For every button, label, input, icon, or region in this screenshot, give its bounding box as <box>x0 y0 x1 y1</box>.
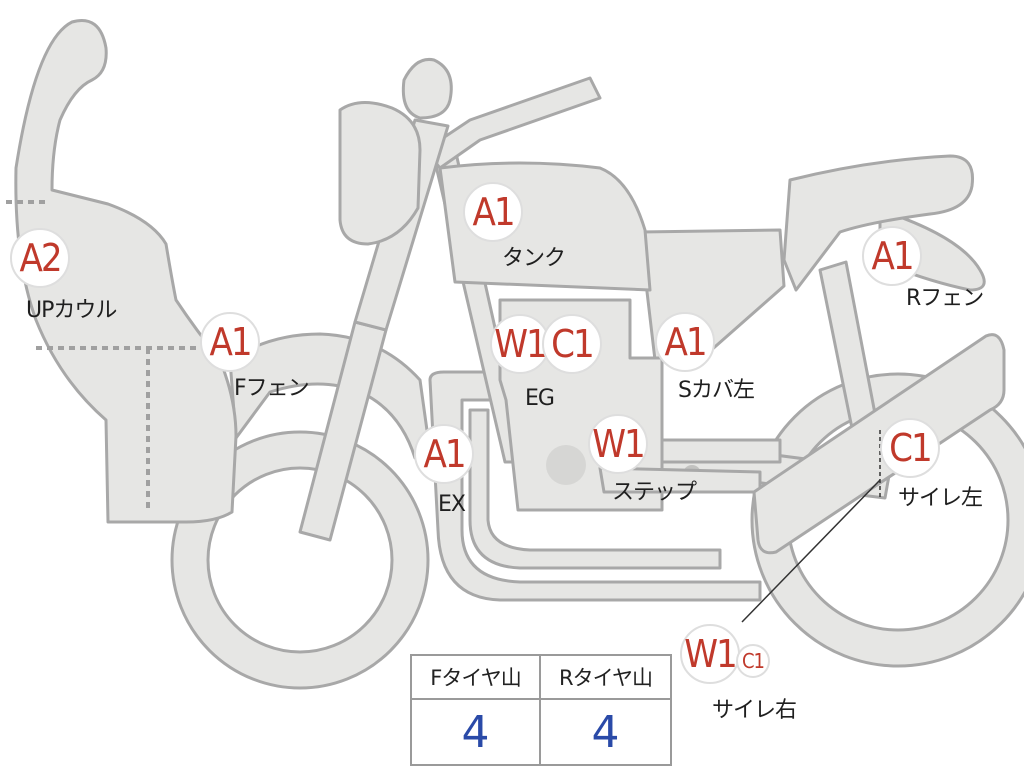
part-label-rear-fender: Rフェン <box>906 286 984 311</box>
front-tire-header: Fタイヤ山 <box>412 656 541 700</box>
grade-badge-muffler-right-w: W1 <box>680 624 740 684</box>
grade-badge-engine-c: C1 <box>542 314 602 374</box>
part-label-muffler-left: サイレ左 <box>898 486 983 511</box>
grade-badge-engine-w: W1 <box>490 314 550 374</box>
grade-badge-exhaust: A1 <box>414 424 474 484</box>
grade-badge-front-fender: A1 <box>200 312 260 372</box>
rear-tire-header: Rタイヤ山 <box>541 656 670 700</box>
grade-badge-up-cowl: A2 <box>10 228 70 288</box>
part-label-front-fender: Fフェン <box>234 376 310 401</box>
headlight <box>338 101 422 246</box>
grade-badge-side-cover: A1 <box>655 312 715 372</box>
engine-cover <box>546 445 586 485</box>
grade-badge-muffler-right-c: C1 <box>736 644 770 678</box>
part-label-engine: EG <box>525 386 555 411</box>
front-wheel <box>170 430 430 690</box>
mirror <box>401 57 453 120</box>
exhaust-pipe-lower <box>468 408 722 570</box>
grade-badge-tank: A1 <box>463 182 523 242</box>
exhaust-pipe <box>428 370 762 602</box>
part-label-tank: タンク <box>502 246 566 271</box>
grade-badge-muffler-left: C1 <box>880 418 940 478</box>
part-label-up-cowl: UPカウル <box>26 298 117 323</box>
grade-badge-step: W1 <box>588 414 648 474</box>
muffler <box>752 333 1006 555</box>
part-label-step: ステップ <box>612 480 697 505</box>
part-label-side-cover: Sカバ左 <box>678 378 755 403</box>
upper-cowl <box>14 19 238 524</box>
rear-tire-value: 4 <box>591 706 620 758</box>
part-label-exhaust: EX <box>438 492 466 517</box>
muffler-right-leader <box>741 479 881 623</box>
grade-badge-rear-fender: A1 <box>862 226 922 286</box>
front-tire-value: 4 <box>412 700 541 764</box>
seat <box>782 154 975 292</box>
tire-tread-table: Fタイヤ山 Rタイヤ山 4 4 <box>410 654 672 766</box>
part-label-muffler-right: サイレ右 <box>712 698 797 723</box>
